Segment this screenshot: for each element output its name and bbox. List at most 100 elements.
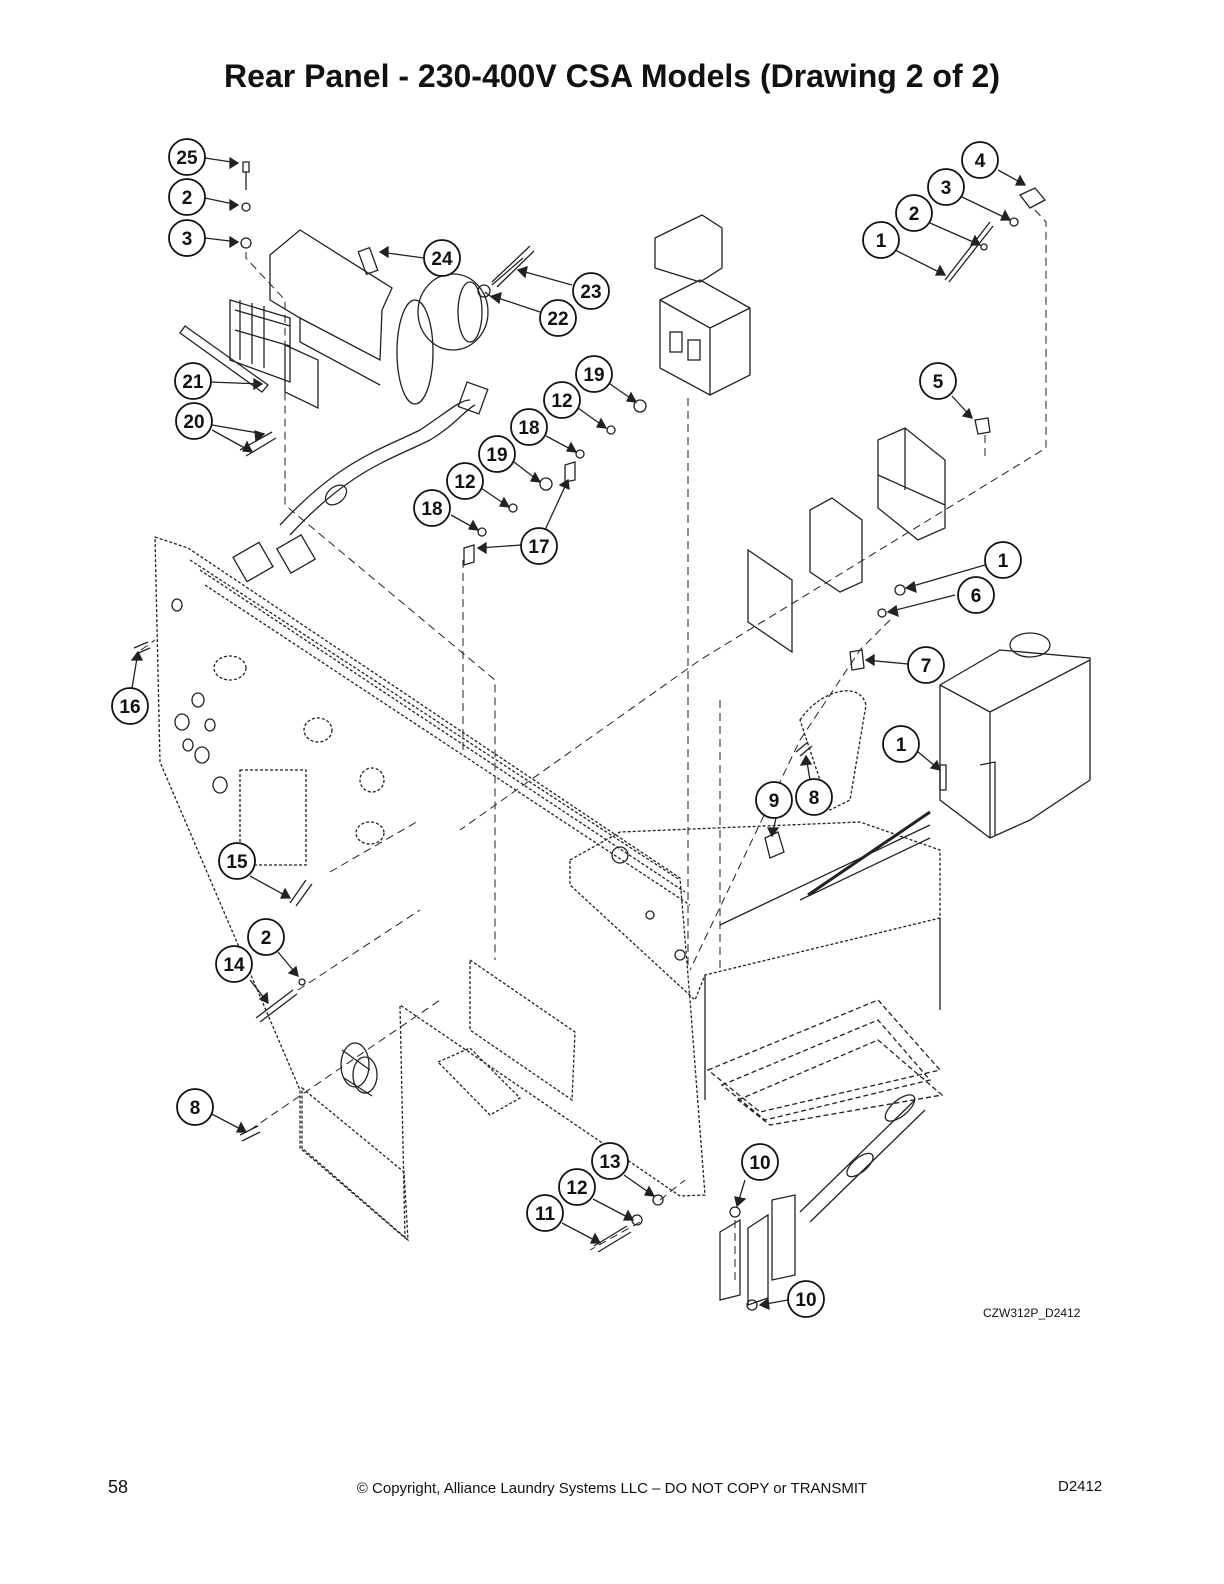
callout-12c: 12 bbox=[558, 1168, 596, 1206]
callout-25: 25 bbox=[168, 138, 206, 176]
hinge-bracket bbox=[719, 1094, 926, 1306]
svg-text:3: 3 bbox=[941, 178, 952, 199]
svg-text:13: 13 bbox=[599, 1152, 620, 1173]
callout-21: 21 bbox=[174, 362, 212, 400]
lug-17-b bbox=[463, 544, 475, 566]
copyright-notice: © Copyright, Alliance Laundry Systems LL… bbox=[356, 1480, 868, 1497]
page-number: 58 bbox=[108, 1477, 129, 1497]
base-tray bbox=[569, 810, 941, 1100]
callout-8b: 8 bbox=[176, 1088, 214, 1126]
svg-text:6: 6 bbox=[971, 586, 982, 607]
screw-14 bbox=[255, 989, 298, 1023]
callout-8a: 8 bbox=[795, 778, 833, 816]
callout-24: 24 bbox=[423, 239, 461, 277]
callout-1a: 1 bbox=[862, 221, 900, 259]
svg-text:17: 17 bbox=[528, 537, 549, 558]
svg-text:12: 12 bbox=[454, 472, 475, 493]
svg-text:20: 20 bbox=[183, 412, 204, 433]
washer-12-b bbox=[508, 503, 518, 513]
svg-text:23: 23 bbox=[580, 282, 601, 303]
washer-3-tr bbox=[1009, 217, 1019, 227]
nut-19-a bbox=[633, 399, 647, 413]
svg-text:2: 2 bbox=[909, 204, 920, 225]
screw-10-bottom bbox=[746, 1299, 758, 1311]
svg-text:22: 22 bbox=[547, 309, 568, 330]
washer-6 bbox=[877, 608, 887, 618]
clip-5 bbox=[974, 417, 991, 435]
callout-23: 23 bbox=[572, 272, 610, 310]
screw-1-top bbox=[944, 221, 994, 283]
svg-text:12: 12 bbox=[566, 1178, 587, 1199]
callouts: 25 2 3 24 23 22 21 20 4 3 2 1 19 12 18 1… bbox=[111, 138, 1022, 1318]
callout-22: 22 bbox=[539, 299, 577, 337]
callout-17: 17 bbox=[520, 527, 558, 565]
screw-10-top bbox=[729, 1206, 741, 1218]
callout-12a: 12 bbox=[543, 381, 581, 419]
lug-17-a bbox=[564, 461, 576, 483]
washer-22 bbox=[477, 284, 491, 298]
callout-2b: 2 bbox=[895, 194, 933, 232]
svg-text:10: 10 bbox=[749, 1153, 770, 1174]
screw-8-bottom bbox=[239, 1125, 261, 1142]
svg-text:11: 11 bbox=[535, 1204, 556, 1225]
svg-text:19: 19 bbox=[486, 445, 507, 466]
callout-13: 13 bbox=[591, 1142, 629, 1180]
svg-text:12: 12 bbox=[551, 391, 572, 412]
washer-12-a bbox=[606, 425, 616, 435]
svg-text:18: 18 bbox=[421, 499, 442, 520]
washer-2-left bbox=[298, 978, 306, 986]
svg-text:5: 5 bbox=[933, 372, 944, 393]
callout-14: 14 bbox=[215, 945, 253, 983]
svg-text:21: 21 bbox=[182, 372, 204, 393]
callout-11: 11 bbox=[526, 1194, 564, 1232]
screw-16 bbox=[133, 641, 151, 655]
transformer-coil bbox=[396, 257, 524, 405]
callout-15: 15 bbox=[218, 842, 256, 880]
screw-8-mid bbox=[795, 741, 813, 757]
callout-3b: 3 bbox=[927, 168, 965, 206]
callout-1b: 1 bbox=[984, 541, 1022, 579]
callout-10b: 10 bbox=[787, 1280, 825, 1318]
page-title: Rear Panel - 230-400V CSA Models (Drawin… bbox=[224, 58, 1000, 94]
rear-panel-plate bbox=[154, 536, 706, 1240]
svg-text:2: 2 bbox=[182, 188, 193, 209]
svg-text:16: 16 bbox=[119, 697, 140, 718]
terminal-block-housing bbox=[809, 427, 946, 593]
washer-18-b bbox=[477, 527, 487, 537]
screw-1-mid bbox=[894, 584, 906, 596]
svg-text:8: 8 bbox=[190, 1098, 201, 1119]
washer-3-top bbox=[240, 237, 252, 249]
leader-lines bbox=[130, 156, 1027, 1311]
bolt-15 bbox=[289, 879, 313, 907]
callout-3a: 3 bbox=[168, 219, 206, 257]
callout-5: 5 bbox=[919, 362, 957, 400]
nut-19-b bbox=[539, 477, 553, 491]
wiring-harness bbox=[232, 381, 489, 583]
strain-relief-fitting bbox=[340, 1042, 378, 1097]
nut-2-top bbox=[241, 202, 251, 212]
callout-20: 20 bbox=[175, 402, 213, 440]
callout-2a: 2 bbox=[168, 178, 206, 216]
svg-text:1: 1 bbox=[998, 551, 1009, 572]
svg-text:2: 2 bbox=[261, 928, 272, 949]
svg-text:14: 14 bbox=[223, 955, 245, 976]
svg-text:25: 25 bbox=[176, 148, 198, 169]
wire-channels bbox=[706, 999, 944, 1126]
top-bracket-assembly bbox=[179, 229, 393, 410]
svg-text:1: 1 bbox=[896, 735, 907, 756]
document-code: D2412 bbox=[1058, 1478, 1103, 1495]
drawing-code: CZW312P_D2412 bbox=[983, 1306, 1081, 1320]
washer-13 bbox=[652, 1194, 664, 1206]
svg-text:8: 8 bbox=[809, 788, 820, 809]
lift-bracket bbox=[799, 690, 867, 811]
callout-12b: 12 bbox=[446, 462, 484, 500]
access-cover-plate bbox=[301, 1086, 409, 1242]
svg-text:19: 19 bbox=[583, 365, 604, 386]
svg-text:4: 4 bbox=[975, 151, 986, 172]
svg-text:1: 1 bbox=[876, 231, 887, 252]
right-enclosure-box bbox=[939, 632, 1091, 839]
screw-25 bbox=[242, 161, 250, 190]
callout-18a: 18 bbox=[510, 408, 548, 446]
callout-19a: 19 bbox=[575, 355, 613, 393]
